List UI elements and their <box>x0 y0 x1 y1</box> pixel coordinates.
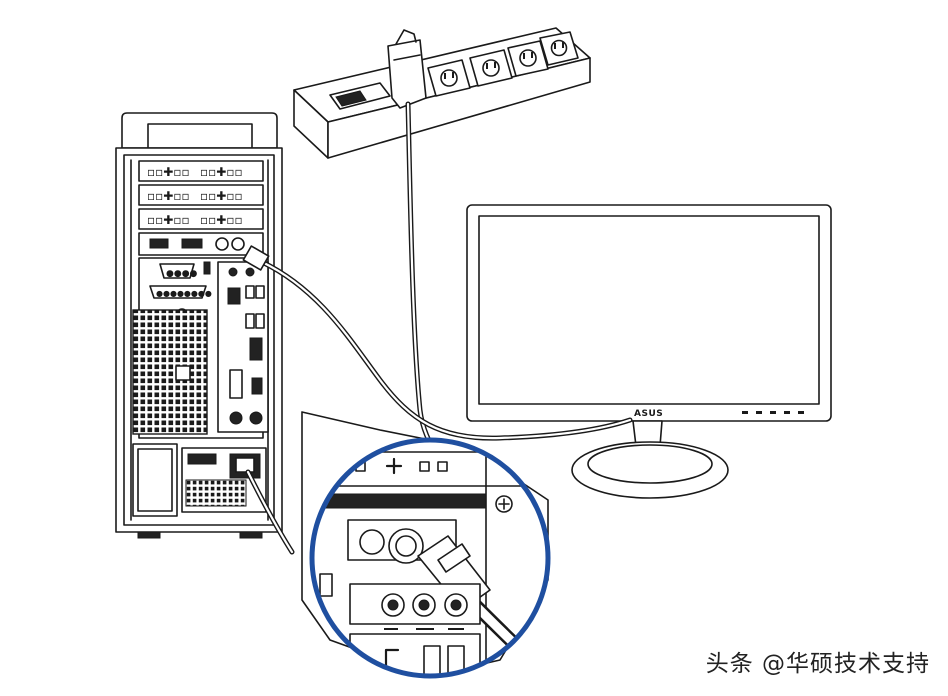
zoom-ring <box>309 437 551 679</box>
watermark-text: 头条 @华硕技术支持 <box>705 651 930 677</box>
expansion-slots: ▫▫✚▫▫ ▫▫✚▫▫ ▫▫✚▫▫ ▫▫✚▫▫ ▫▫✚▫▫ ▫▫✚▫▫ <box>138 160 264 230</box>
strip-socket <box>507 40 549 77</box>
vent-grille <box>132 309 208 435</box>
strip-socket <box>539 31 579 66</box>
svg-text:▫▫✚▫▫: ▫▫✚▫▫ <box>200 213 243 227</box>
strip-socket <box>427 59 471 97</box>
svg-text:●●●●●●●●: ●●●●●●●● <box>156 289 212 298</box>
rear-io-panel <box>217 261 269 433</box>
vga-port: ●●●● <box>159 263 198 279</box>
graphics-card-ports <box>138 232 264 256</box>
svg-text:▫▫✚▫▫: ▫▫✚▫▫ <box>147 189 190 203</box>
power-strip <box>293 27 591 159</box>
svg-text:▫▫✚▫▫: ▫▫✚▫▫ <box>147 165 190 179</box>
monitor-stand-base <box>571 441 729 499</box>
svg-text:▫▫✚▫▫: ▫▫✚▫▫ <box>200 165 243 179</box>
strip-socket <box>469 49 513 87</box>
parallel-port: ●●●●●●●● <box>149 285 212 299</box>
zoom-callout <box>301 411 551 679</box>
zoom-audio-jacks <box>349 583 481 630</box>
monitor-buttons <box>742 411 804 414</box>
svg-text:●●●●: ●●●● <box>166 269 198 279</box>
power-plug <box>387 29 427 109</box>
svg-text:▫▫✚▫▫: ▫▫✚▫▫ <box>147 213 190 227</box>
monitor: ASUS <box>466 204 832 499</box>
pc-tower: ▫▫✚▫▫ ▫▫✚▫▫ ▫▫✚▫▫ ▫▫✚▫▫ ▫▫✚▫▫ ▫▫✚▫▫ ●●●● ●●… <box>115 112 283 539</box>
monitor-logo: ASUS <box>634 409 663 419</box>
power-switch <box>329 82 391 110</box>
power-supply <box>132 443 267 517</box>
svg-text:▫▫✚▫▫: ▫▫✚▫▫ <box>200 189 243 203</box>
video-connector <box>242 245 270 271</box>
